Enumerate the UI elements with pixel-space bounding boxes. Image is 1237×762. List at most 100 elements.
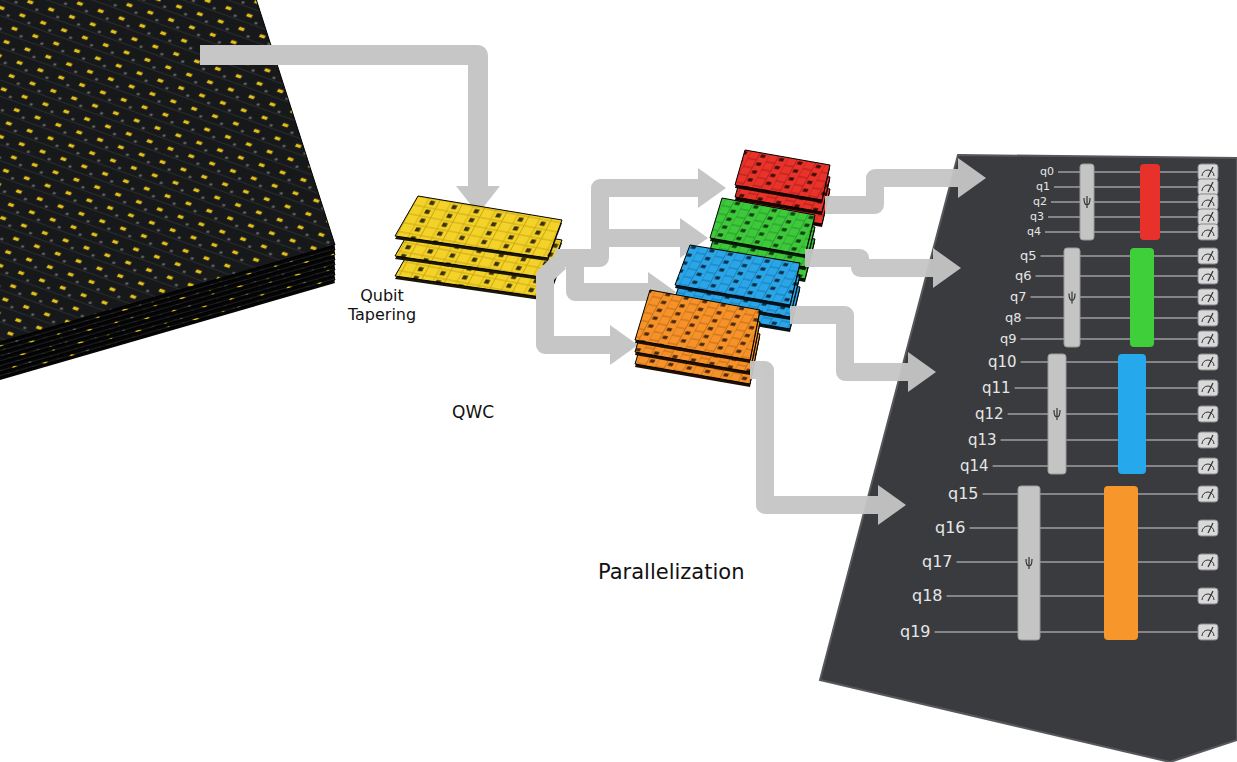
psi-symbol bbox=[1054, 408, 1060, 420]
meter-needle bbox=[1208, 292, 1213, 302]
qubit-label: q16 bbox=[935, 519, 966, 537]
meter-box bbox=[1198, 331, 1218, 347]
measurement-basis-block bbox=[1140, 164, 1160, 240]
board-outline bbox=[820, 155, 1237, 762]
meter-needle bbox=[1208, 251, 1213, 261]
circuit-board: q0q1q2q3q4q5q6q7q8q9q10q11q12q13q14q15q1… bbox=[815, 150, 1237, 762]
arrow-shaft bbox=[750, 370, 880, 505]
qubit-wire bbox=[1058, 171, 1198, 172]
qubit-wire bbox=[947, 595, 1198, 596]
qubit-wire bbox=[970, 527, 1198, 528]
meter-box bbox=[1198, 268, 1218, 284]
meter-box bbox=[1198, 354, 1218, 370]
meter-arc bbox=[1202, 360, 1214, 366]
layer-face bbox=[710, 198, 815, 255]
psi-symbol bbox=[1084, 196, 1090, 208]
arrow-shaft bbox=[790, 315, 910, 372]
step-label: QWC bbox=[452, 402, 494, 422]
flow-arrow bbox=[750, 158, 986, 525]
meter-arc bbox=[1202, 438, 1214, 444]
meter-box bbox=[1198, 224, 1218, 240]
meter-needle bbox=[1208, 357, 1213, 367]
qubit-label: q17 bbox=[922, 553, 953, 571]
layer-face bbox=[635, 290, 760, 360]
qubit-wire bbox=[993, 465, 1198, 466]
qubit-wire bbox=[1054, 186, 1198, 187]
psi-symbol bbox=[1026, 557, 1032, 569]
meter-arc bbox=[1202, 316, 1214, 322]
meter-arc bbox=[1202, 170, 1214, 176]
meter-arc bbox=[1202, 412, 1214, 418]
qubit-label: q1 bbox=[1036, 181, 1050, 193]
meter-needle bbox=[1208, 182, 1213, 192]
meter-arc bbox=[1202, 200, 1214, 206]
meter-arc bbox=[1202, 337, 1214, 343]
qubit-wire bbox=[1008, 413, 1198, 414]
meter-box bbox=[1198, 432, 1218, 448]
qubit-label: q18 bbox=[912, 587, 943, 605]
meter-arc bbox=[1202, 215, 1214, 221]
qubit-label: q19 bbox=[900, 623, 931, 641]
arrow-shaft bbox=[575, 258, 650, 292]
qubit-wire bbox=[1021, 338, 1198, 339]
qubit-wires bbox=[935, 172, 1198, 632]
meter-arc bbox=[1202, 230, 1214, 236]
qubit-label: q10 bbox=[988, 354, 1017, 371]
qubit-wire bbox=[1021, 361, 1198, 362]
qubit-label: q0 bbox=[1040, 166, 1054, 178]
qubit-wire bbox=[1026, 317, 1198, 318]
state-prep-block bbox=[1080, 164, 1094, 240]
arrow-shaft bbox=[200, 55, 478, 188]
qubit-label: q14 bbox=[960, 458, 989, 475]
qubit-wire bbox=[1048, 216, 1198, 217]
layer-face bbox=[675, 245, 800, 305]
qubit-label: q3 bbox=[1030, 211, 1044, 223]
meter-box bbox=[1198, 380, 1218, 396]
arrow-shaft bbox=[805, 258, 935, 268]
meter-box bbox=[1198, 179, 1218, 195]
step-label: Qubit Tapering bbox=[338, 286, 426, 324]
meter-box bbox=[1198, 458, 1218, 474]
meter-box bbox=[1198, 406, 1218, 422]
meter-needle bbox=[1208, 197, 1213, 207]
arrow-head bbox=[958, 158, 986, 198]
meter-arc bbox=[1202, 254, 1214, 260]
meter-needle bbox=[1208, 489, 1213, 499]
meter-arc bbox=[1202, 274, 1214, 280]
arrow-head bbox=[610, 325, 638, 365]
meter-needle bbox=[1208, 591, 1213, 601]
meter-arc bbox=[1202, 526, 1214, 532]
meter-needle bbox=[1208, 212, 1213, 222]
meter-arc bbox=[1202, 630, 1214, 636]
measurement-basis-block bbox=[1130, 248, 1154, 347]
meter-box bbox=[1198, 624, 1218, 640]
qubit-label: q13 bbox=[968, 432, 997, 449]
qwc-group-stacks bbox=[635, 150, 830, 387]
layer-face bbox=[395, 196, 562, 258]
meter-needle bbox=[1208, 409, 1213, 419]
qubit-label: q4 bbox=[1027, 226, 1041, 238]
meter-box bbox=[1198, 209, 1218, 225]
board-shape bbox=[815, 150, 1237, 762]
arrow-shaft bbox=[555, 188, 700, 258]
meter-box bbox=[1198, 289, 1218, 305]
qubit-wire bbox=[935, 631, 1198, 632]
qubit-label: q7 bbox=[1010, 290, 1027, 304]
qubit-label: q6 bbox=[1015, 269, 1032, 283]
psi-symbol bbox=[1069, 291, 1075, 303]
qubit-label: q11 bbox=[982, 380, 1011, 397]
qubit-label: q12 bbox=[975, 406, 1004, 423]
meter-box bbox=[1198, 486, 1218, 502]
meter-needle bbox=[1208, 435, 1213, 445]
arrow-shaft bbox=[545, 262, 612, 345]
qubit-label: q2 bbox=[1033, 196, 1047, 208]
arrow-head bbox=[933, 248, 961, 288]
arrow-shaft bbox=[600, 229, 682, 247]
meter-needle bbox=[1208, 334, 1213, 344]
qubit-wire bbox=[983, 493, 1198, 494]
meter-arc bbox=[1202, 594, 1214, 600]
meter-arc bbox=[1202, 464, 1214, 470]
qubit-wire bbox=[1036, 275, 1198, 276]
arrow-head bbox=[908, 352, 936, 392]
meter-box bbox=[1198, 164, 1218, 180]
